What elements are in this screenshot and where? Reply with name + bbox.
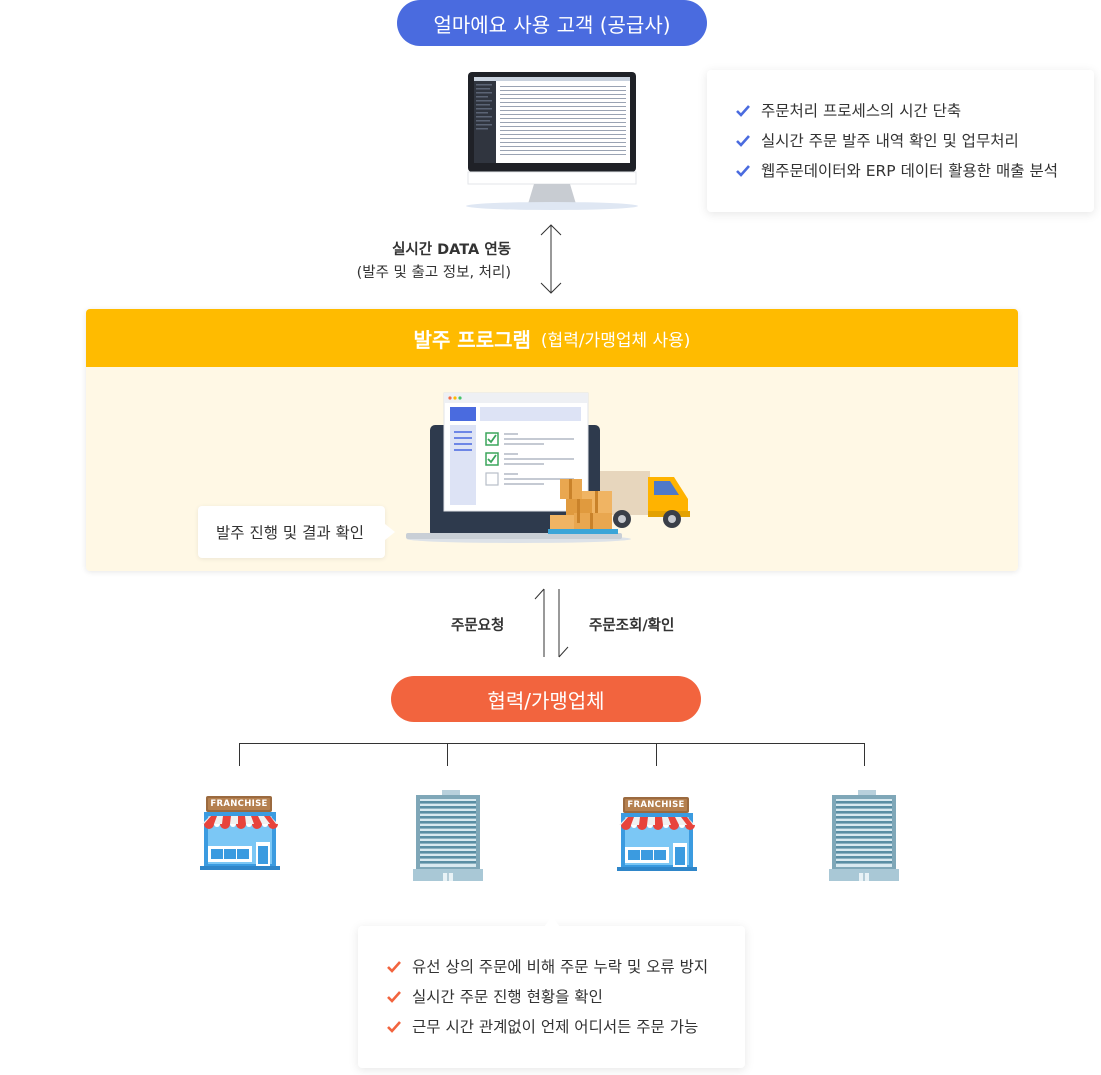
benefit-item: 주문처리 프로세스의 시간 단축 [735,96,1058,126]
franchise-store-icon: FRANCHISE [613,795,701,875]
program-subtitle: (협력/가맹업체 사용) [540,330,691,351]
check-icon [736,165,750,177]
program-body: 발주 진행 및 결과 확인 [86,367,1018,571]
check-icon [387,991,401,1003]
benefit-item: 실시간 주문 발주 내역 확인 및 업무처리 [735,126,1058,156]
franchise-sign: FRANCHISE [210,799,268,809]
benefit-text: 근무 시간 관계없이 언제 어디서든 주문 가능 [412,1018,699,1036]
order-check-label: 주문조회/확인 [589,618,675,634]
supplier-benefits-card: 주문처리 프로세스의 시간 단축 실시간 주문 발주 내역 확인 및 업무처리 … [707,70,1094,212]
program-title: 발주 프로그램 [413,327,531,352]
card-pointer [544,916,560,927]
monitor-icon [466,72,638,210]
check-icon [387,961,401,973]
partner-pill: 협력/가맹업체 [391,676,701,722]
franchise-sign: FRANCHISE [627,800,685,810]
benefit-text: 실시간 주문 진행 현황을 확인 [412,988,603,1006]
sync-subtitle: (발주 및 출고 정보, 처리) [356,265,511,281]
order-program-panel: 발주 프로그램 (협력/가맹업체 사용) 발주 진행 및 결과 확인 [86,309,1018,571]
sync-title: 실시간 DATA 연동 [392,242,511,258]
order-flow-arrows-icon [534,588,569,658]
bidirectional-arrow-icon [540,224,562,294]
franchise-store-icon: FRANCHISE [196,794,284,874]
benefit-text: 실시간 주문 발주 내역 확인 및 업무처리 [761,132,1019,150]
supplier-pill: 얼마에요 사용 고객 (공급사) [397,0,707,46]
branch-connector [239,743,865,766]
program-header: 발주 프로그램 (협력/가맹업체 사용) [86,309,1018,367]
benefit-text: 웹주문데이터와 ERP 데이터 활용한 매출 분석 [761,162,1058,180]
bubble-text: 발주 진행 및 결과 확인 [216,524,365,542]
check-icon [387,1021,401,1033]
benefit-item: 유선 상의 주문에 비해 주문 누락 및 오류 방지 [386,952,708,982]
benefit-item: 실시간 주문 진행 현황을 확인 [386,982,708,1012]
order-request-label: 주문요청 [451,618,505,634]
benefit-text: 주문처리 프로세스의 시간 단축 [761,102,962,120]
partner-benefits-card: 유선 상의 주문에 비해 주문 누락 및 오류 방지 실시간 주문 진행 현황을… [358,916,745,1068]
office-building-icon [413,790,483,881]
benefit-item: 근무 시간 관계없이 언제 어디서든 주문 가능 [386,1012,708,1042]
benefit-item: 웹주문데이터와 ERP 데이터 활용한 매출 분석 [735,156,1058,186]
benefit-text: 유선 상의 주문에 비해 주문 누락 및 오류 방지 [412,958,709,976]
status-bubble: 발주 진행 및 결과 확인 [198,506,395,558]
check-icon [736,105,750,117]
laptop-delivery-illustration [406,392,690,543]
office-building-icon [829,790,899,881]
check-icon [736,135,750,147]
